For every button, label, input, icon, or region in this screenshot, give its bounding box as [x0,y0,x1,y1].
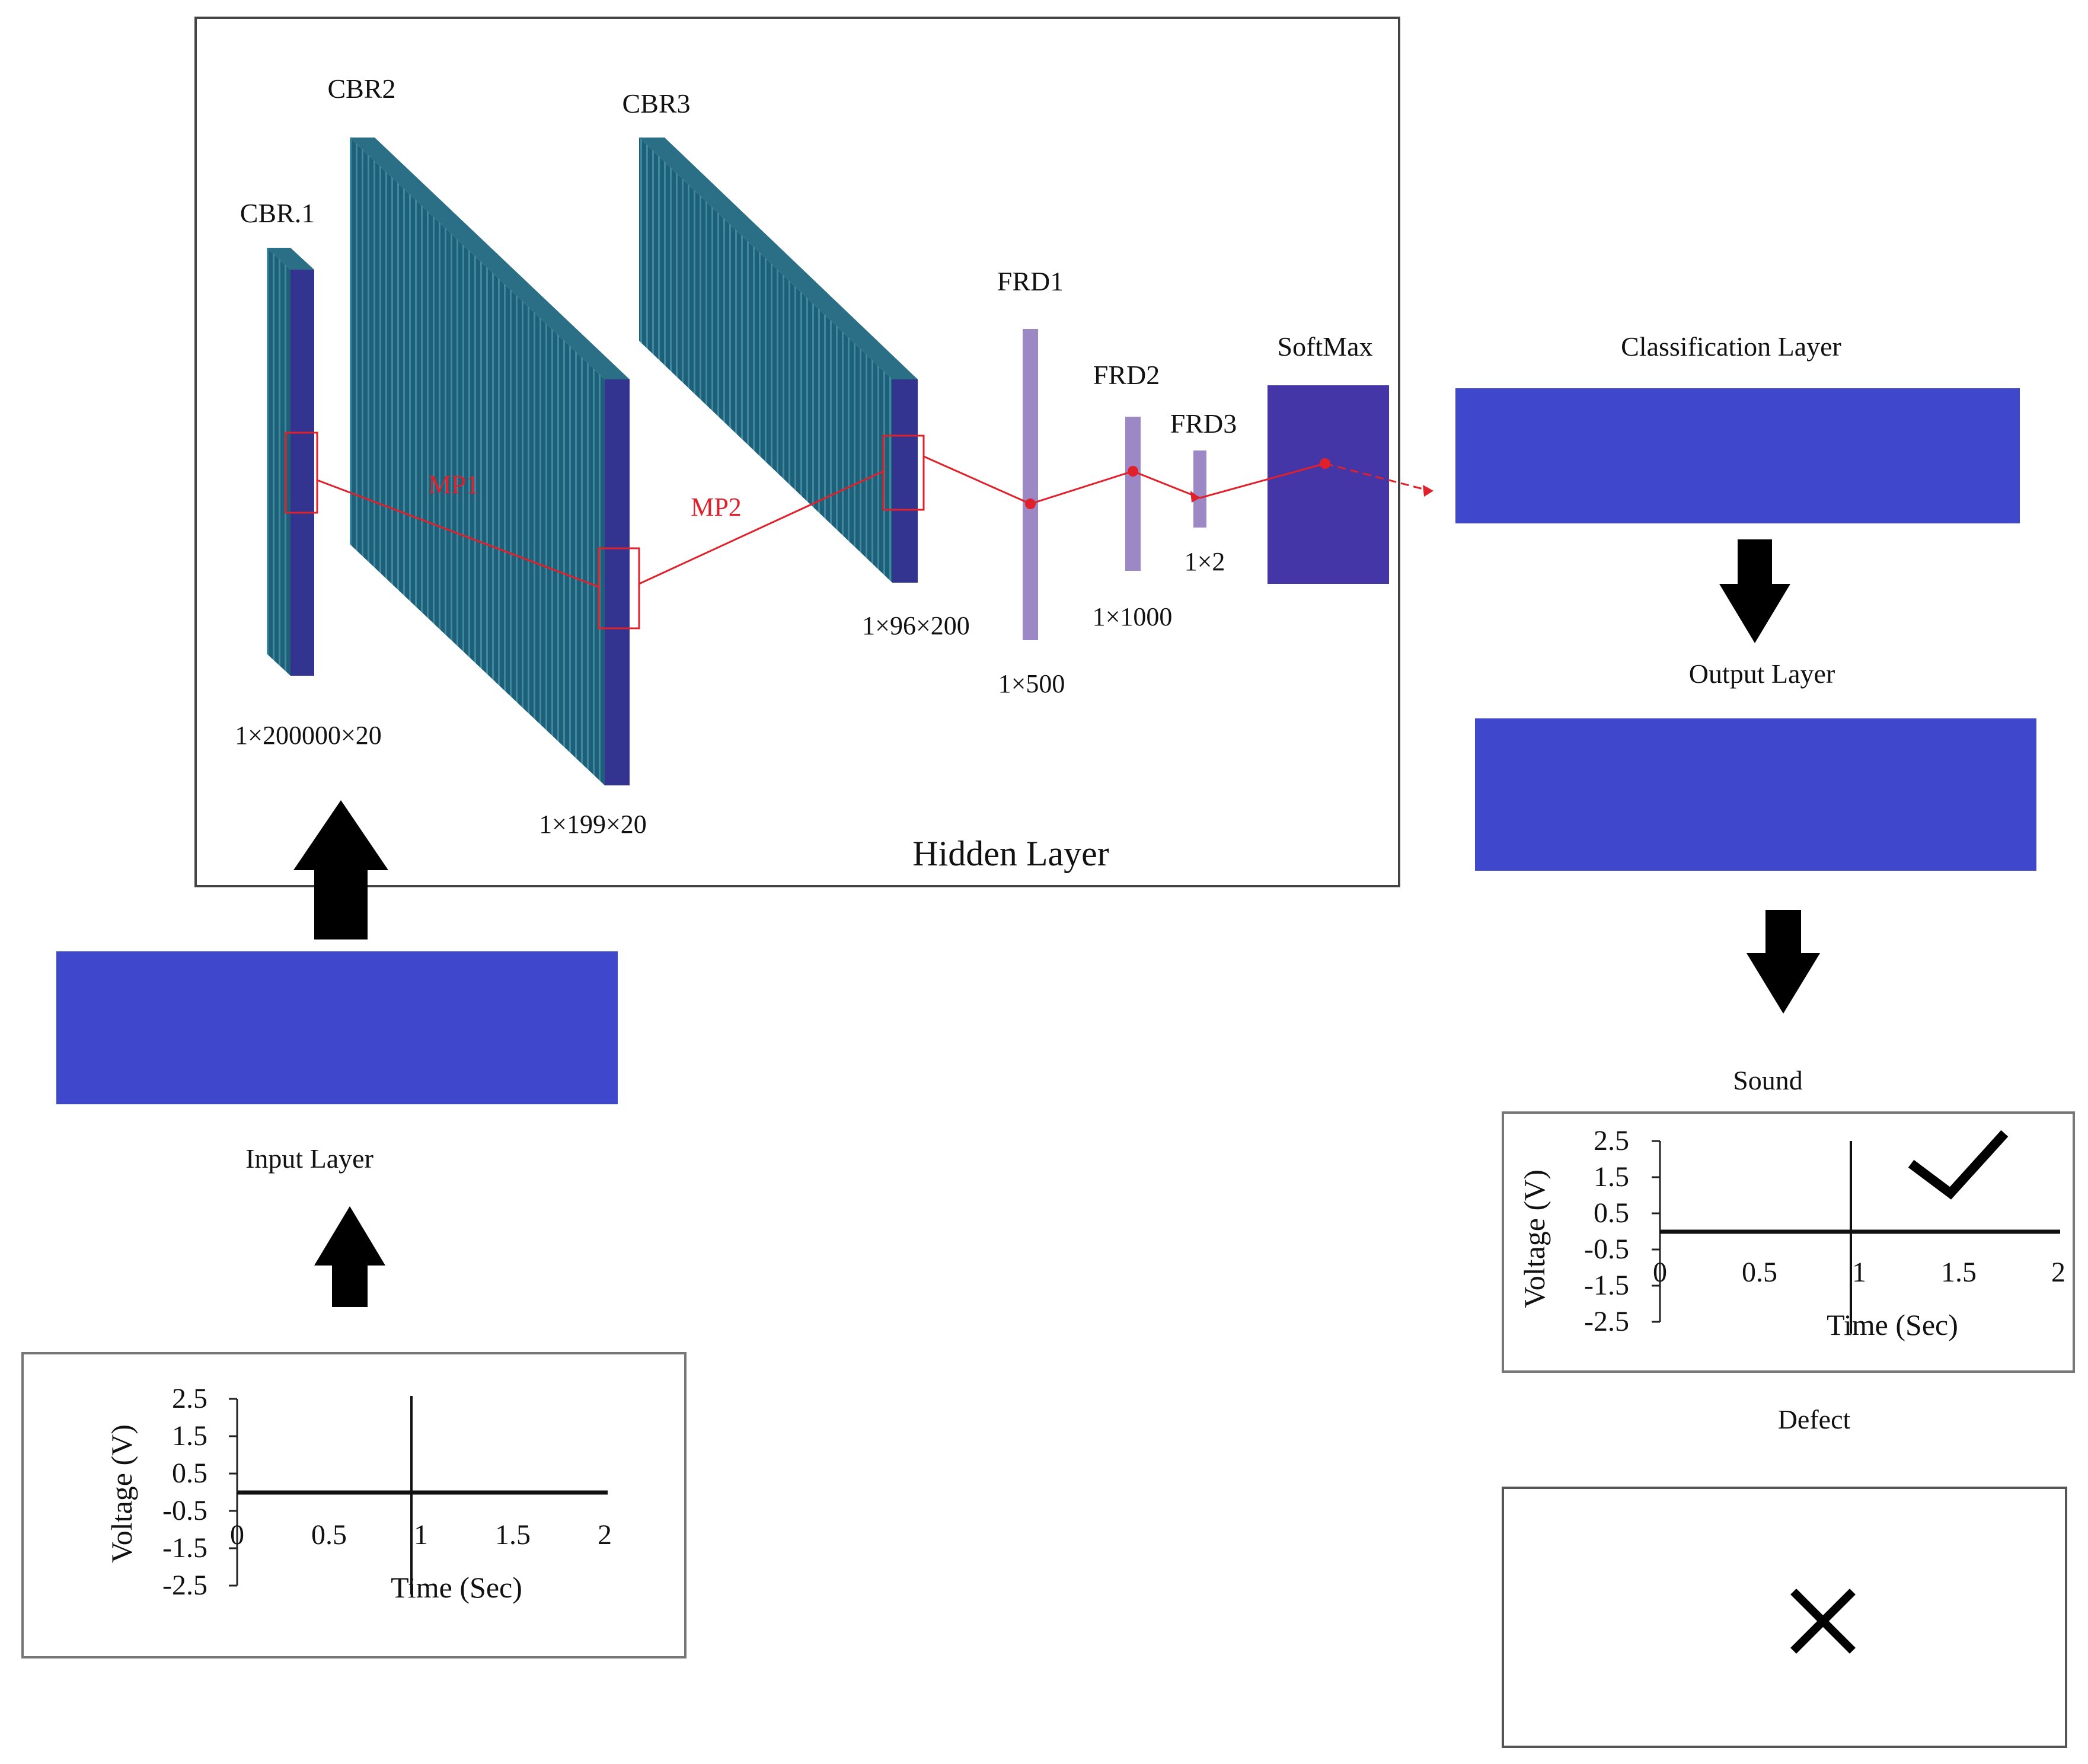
frd3-label: FRD3 [1170,408,1237,439]
sound-plot: 2.5 1.5 0.5 -0.5 -1.5 -2.5 0 0.5 1 1.5 2… [1518,1125,2065,1341]
input-plot-frame [21,1352,687,1658]
mp2-label: MP2 [691,493,742,522]
hidden-layer-label: Hidden Layer [912,834,1109,873]
frd2-block [1125,417,1141,571]
y-tick: -1.5 [162,1532,207,1564]
cbr1-block [267,248,314,676]
cross-icon [1790,1589,1856,1654]
cbr3-label: CBR3 [622,88,690,119]
mp1-label: MP1 [428,470,479,499]
y-tick: 0.5 [172,1458,207,1489]
x-tick: 0 [1653,1257,1667,1288]
frd3-dims: 1×2 [1185,547,1225,576]
y-tick: 2.5 [1594,1125,1629,1156]
hidden-layer-frame [194,17,1400,887]
arrow-icon [1747,910,1820,1014]
x-tick: 1.5 [495,1519,531,1551]
softmax-block [1268,385,1389,584]
y-tick: -0.5 [162,1495,207,1526]
x-tick: 0.5 [1742,1257,1777,1288]
cbr1-label: CBR.1 [240,198,315,228]
x-tick: 2 [2051,1257,2065,1288]
y-tick: 2.5 [172,1383,207,1414]
x-axis-title: Time (Sec) [1827,1308,1958,1341]
y-tick: -2.5 [1584,1306,1629,1337]
cbr2-block [350,138,630,785]
arrow-icon [314,1206,385,1307]
y-tick: 0.5 [1594,1197,1629,1229]
cbr2-label: CBR2 [327,74,395,104]
input-layer-block [56,951,618,1104]
softmax-label: SoftMax [1278,331,1373,362]
cbr3-dims: 1×96×200 [862,611,970,640]
input-layer-label: Input Layer [245,1143,373,1174]
connector-dots [1025,458,1433,509]
y-tick: -1.5 [1584,1270,1629,1301]
cbr2-dims: 1×199×20 [539,810,647,839]
x-tick: 2 [598,1519,612,1551]
frd1-label: FRD1 [997,266,1064,296]
y-tick: -0.5 [1584,1233,1629,1265]
frd2-dims: 1×1000 [1093,602,1173,631]
cbr1-dims: 1×200000×20 [235,721,382,750]
y-tick: -2.5 [162,1570,207,1601]
frd1-dims: 1×500 [998,669,1065,698]
y-tick: 1.5 [1594,1161,1629,1193]
frd3-block [1193,450,1206,528]
check-icon [1908,1130,2009,1200]
frd2-label: FRD2 [1093,360,1160,390]
defect-label: Defect [1778,1404,1851,1434]
y-axis-title: Voltage (V) [105,1424,138,1563]
classification-layer-block [1455,388,2020,523]
output-layer-block [1475,718,2036,871]
x-axis-title: Time (Sec) [391,1571,522,1604]
y-tick: 1.5 [172,1420,207,1452]
cbr3-block [639,138,918,583]
x-tick: 0 [230,1519,244,1551]
x-tick: 1.5 [1941,1257,1977,1288]
y-axis-title: Voltage (V) [1518,1169,1551,1308]
defect-box [1502,1487,2067,1748]
arrow-icon [293,800,388,939]
x-tick: 1 [1852,1257,1866,1288]
sound-label: Sound [1733,1065,1803,1095]
x-tick: 0.5 [311,1519,347,1551]
classification-layer-label: Classification Layer [1621,331,1841,362]
output-layer-label: Output Layer [1689,659,1835,689]
arrow-icon [1719,539,1790,643]
frd1-block [1023,329,1038,640]
x-tick: 1 [414,1519,428,1551]
input-plot: 2.5 1.5 0.5 -0.5 -1.5 -2.5 0 0.5 1 1.5 2… [105,1383,612,1604]
